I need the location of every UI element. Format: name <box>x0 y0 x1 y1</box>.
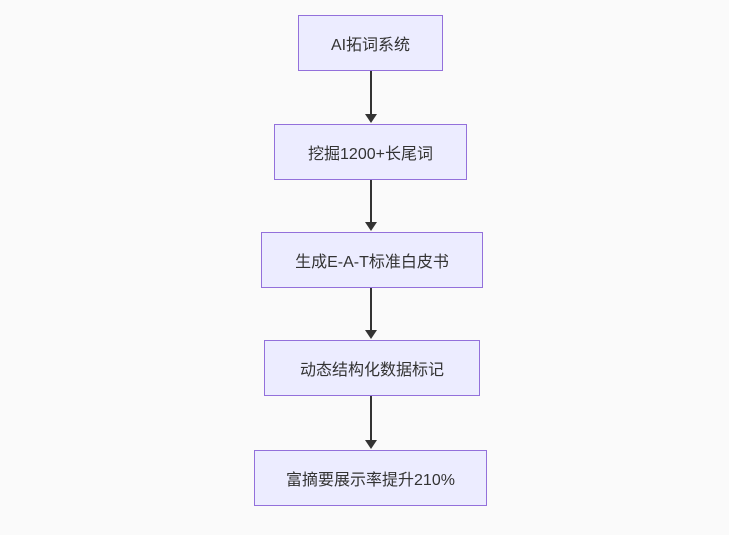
flow-arrow-4 <box>370 396 372 441</box>
flow-node-eat-whitepaper: 生成E-A-T标准白皮书 <box>261 232 483 288</box>
flow-node-label: 挖掘1200+长尾词 <box>308 146 433 163</box>
flow-node-ai-keyword-system: AI拓词系统 <box>298 15 443 71</box>
flow-node-label: 富摘要展示率提升210% <box>286 472 455 489</box>
flow-arrow-2 <box>370 180 372 223</box>
flow-node-label: AI拓词系统 <box>330 37 411 54</box>
flow-arrow-3 <box>370 288 372 331</box>
flow-node-longtail-mining: 挖掘1200+长尾词 <box>274 124 467 180</box>
flow-node-label: 动态结构化数据标记 <box>299 362 444 379</box>
flow-arrow-1 <box>370 71 372 115</box>
flow-node-structured-data-markup: 动态结构化数据标记 <box>264 340 480 396</box>
flow-node-rich-snippet-result: 富摘要展示率提升210% <box>254 450 487 506</box>
flow-node-label: 生成E-A-T标准白皮书 <box>295 254 449 271</box>
